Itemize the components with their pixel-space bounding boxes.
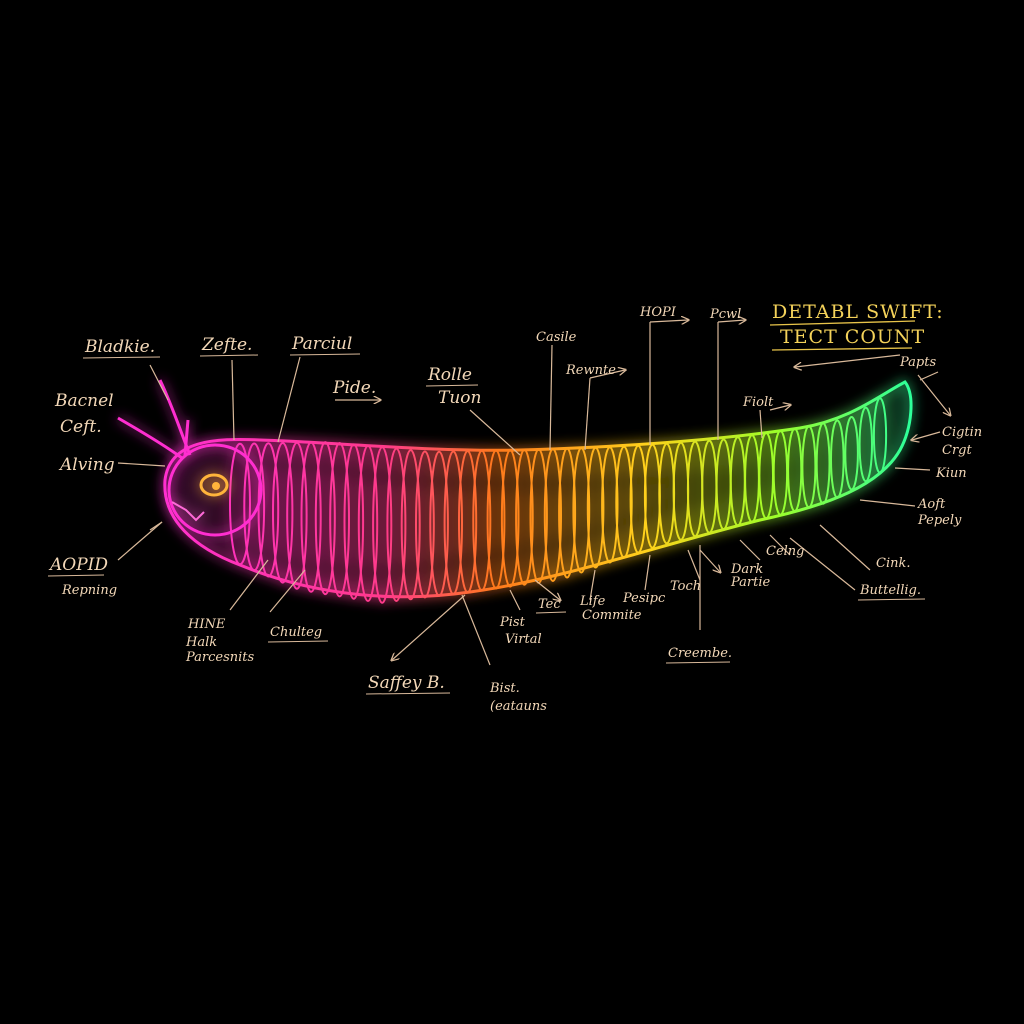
body-segment — [815, 422, 831, 505]
label-tuon: Tuon — [438, 388, 481, 408]
body-segment — [357, 444, 379, 603]
label-alving: Alving — [58, 455, 115, 475]
label-saffey: Saffey B. — [368, 673, 445, 693]
eye-icon — [199, 473, 229, 497]
label-aoft: Aoft — [917, 497, 946, 512]
label-aopid: AOPID — [48, 555, 108, 575]
label-bladkie: Bladkie. — [84, 337, 155, 357]
body-segment — [830, 419, 845, 499]
label-papts: Papts — [899, 355, 936, 370]
body-segments — [229, 397, 888, 604]
body-segment — [343, 443, 365, 600]
label-kiun: Kiun — [935, 466, 967, 481]
label-hopi: HOPI — [639, 305, 677, 320]
body-segment — [572, 447, 591, 574]
label-parcesnits: Parcesnits — [185, 650, 255, 665]
label-hine: HINE — [187, 617, 226, 632]
label-tec: Tec — [538, 597, 561, 612]
label-pepely: Pepely — [917, 513, 962, 528]
label-dark: Dark — [730, 562, 763, 577]
body-segment — [372, 446, 393, 604]
label-cigtin: Cigtin — [942, 425, 982, 440]
label-pcwl: Pcwl — [709, 307, 741, 322]
label-crembe: Creembe. — [668, 646, 732, 661]
label-pist: Pist — [499, 615, 526, 630]
label-toch: Toch — [670, 579, 701, 594]
body-segment — [500, 449, 520, 588]
body-segment — [243, 442, 266, 572]
label-crgt: Crgt — [942, 443, 972, 458]
body-segment — [543, 448, 563, 582]
body-segment — [601, 446, 619, 564]
label-repning: Repning — [61, 583, 117, 598]
body-segment — [772, 429, 789, 516]
label-celng: Celng — [766, 544, 805, 559]
label-pesipc: Pesipc — [622, 591, 666, 606]
body-segment — [300, 441, 322, 593]
body-segment — [787, 427, 803, 512]
label-commite: Commite — [582, 608, 642, 623]
body-segment — [558, 447, 577, 579]
title-line2: TECT COUNT — [780, 326, 925, 348]
body-segment — [515, 448, 534, 586]
label-virtal: Virtal — [505, 632, 542, 647]
label-casile: Casile — [536, 330, 577, 345]
label-halk: Halk — [185, 635, 217, 650]
antenna-left-icon — [158, 379, 192, 456]
label-life: Life — [579, 594, 606, 609]
body-segment — [458, 450, 478, 594]
worm-head — [117, 379, 263, 537]
body-segment — [844, 416, 859, 491]
body-segment — [486, 449, 506, 590]
label-zefte: Zefte. — [201, 335, 252, 355]
label-rewnte: Rewnte — [565, 363, 616, 378]
body-segment — [801, 425, 817, 509]
body-segment — [272, 442, 294, 584]
antenna-right-icon — [117, 416, 183, 460]
body-segment — [586, 446, 605, 569]
label-partie: Partie — [730, 575, 771, 590]
body-segment — [858, 406, 873, 483]
body-segment — [429, 450, 449, 597]
body-segment — [329, 442, 351, 598]
body-segment — [257, 442, 280, 578]
title-line1: DETABL SWIFT: — [772, 301, 944, 323]
label-cink: Cink. — [876, 556, 911, 571]
label-reatauns: (eatauns — [490, 699, 547, 714]
body-segment — [400, 449, 421, 601]
body-segment — [415, 450, 435, 599]
label-bacnel: Bacnel — [54, 391, 114, 411]
label-parcial: Parciul — [291, 334, 352, 354]
body-segment — [286, 441, 308, 590]
worm-body — [163, 380, 913, 604]
label-chulteg: Chulteg — [270, 625, 322, 640]
body-segment — [443, 450, 463, 596]
body-segment — [615, 445, 633, 559]
diagram-title: DETABL SWIFT: TECT COUNT — [769, 301, 944, 351]
body-segment — [314, 441, 336, 596]
label-pide: Pide. — [332, 378, 376, 398]
body-segment — [386, 447, 407, 602]
label-buttellig: Buttellig. — [859, 583, 921, 598]
anatomy-labels: Bladkie. Zefte. Parciul Bacnel Ceft. Pid… — [47, 305, 982, 714]
leader-lines — [117, 320, 950, 666]
body-segment — [472, 449, 492, 592]
label-ceft: Ceft. — [60, 417, 102, 437]
label-fiolt: Fiolt — [742, 395, 774, 410]
label-bist: Bist. — [489, 681, 520, 696]
label-rolle: Rolle — [427, 365, 472, 385]
body-segment — [229, 442, 251, 566]
body-segment — [872, 397, 888, 474]
